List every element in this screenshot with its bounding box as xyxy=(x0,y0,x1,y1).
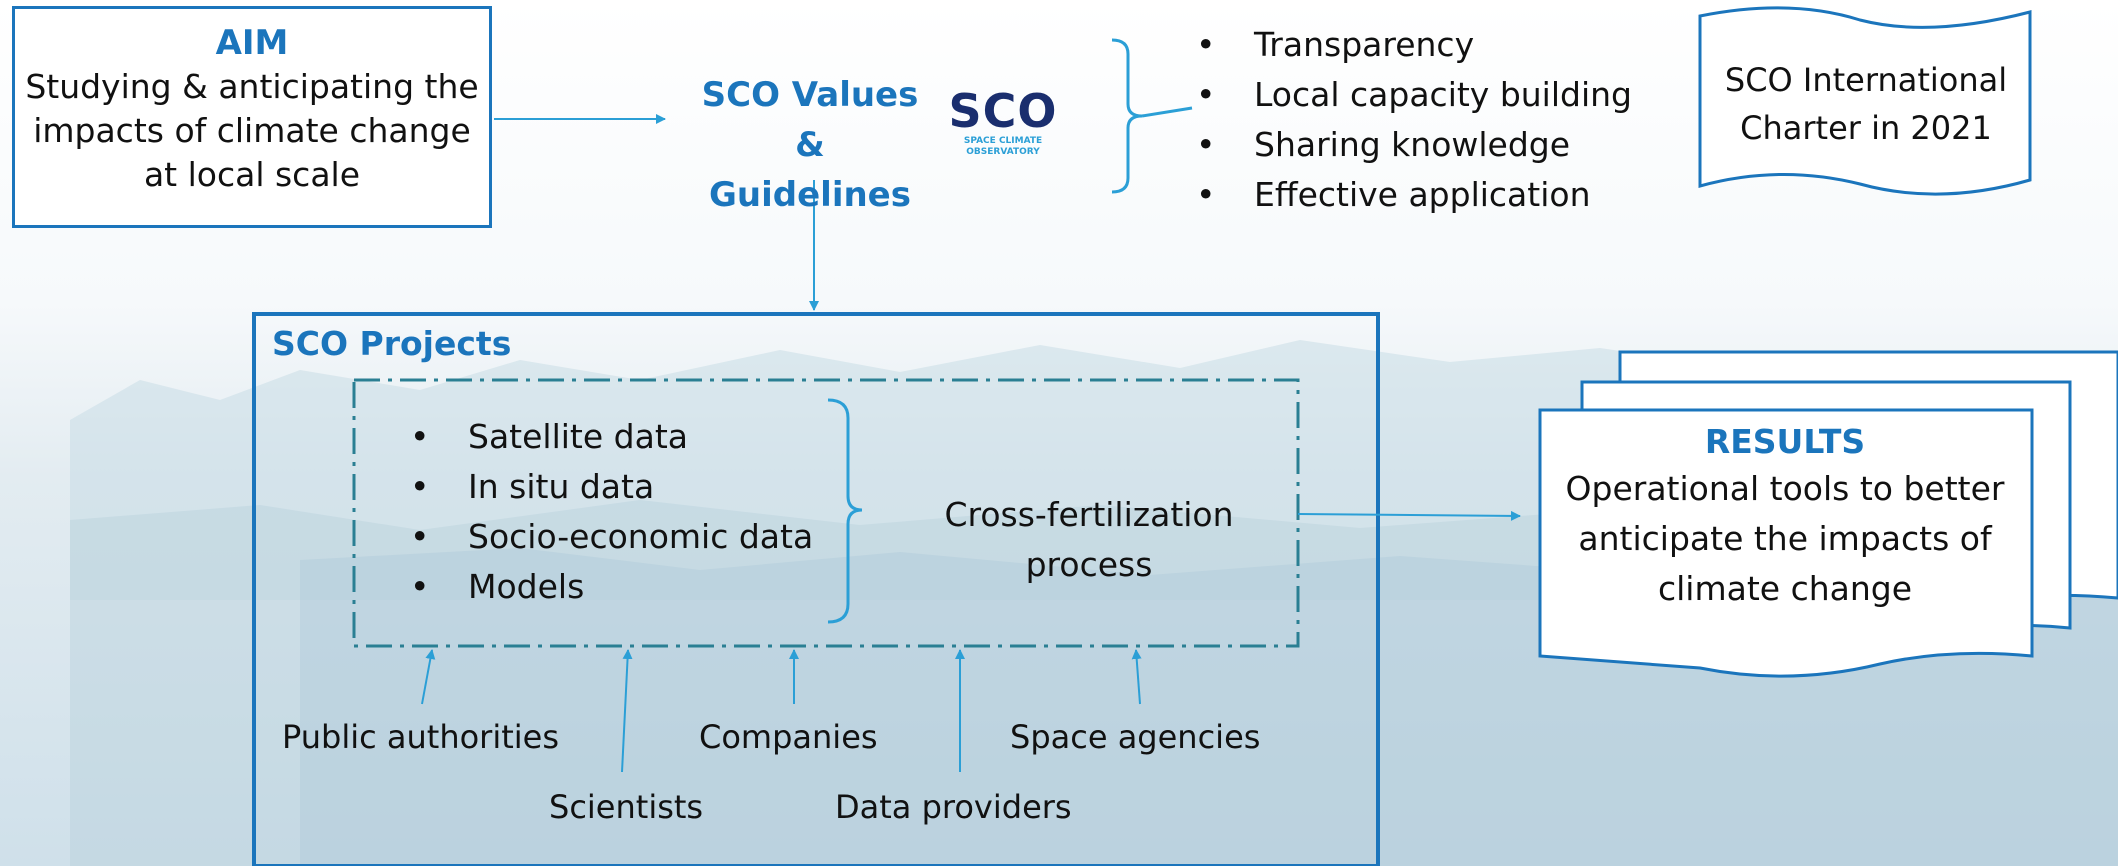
scientists-label: Scientists xyxy=(549,788,704,826)
values-item: Transparency xyxy=(1196,20,1632,70)
charter-text: SCO International Charter in 2021 xyxy=(1724,61,2008,147)
values-item: Effective application xyxy=(1196,170,1632,220)
data-item: Socio-economic data xyxy=(410,512,813,562)
logo-subtitle: SPACE CLIMATE OBSERVATORY xyxy=(963,136,1043,157)
logo-text: SCO xyxy=(948,84,1058,138)
data-providers-label: Data providers xyxy=(835,788,1072,826)
aim-title: AIM xyxy=(215,23,289,63)
process-label: Cross-fertilization process xyxy=(944,495,1234,584)
values-item: Sharing knowledge xyxy=(1196,120,1632,170)
aim-box: AIM Studying & anticipating the impacts … xyxy=(12,6,492,228)
companies-label: Companies xyxy=(699,718,878,756)
data-item: In situ data xyxy=(410,462,813,512)
data-items-list: Satellite data In situ data Socio-econom… xyxy=(410,412,813,612)
values-item: Local capacity building xyxy=(1196,70,1632,120)
data-item: Satellite data xyxy=(410,412,813,462)
projects-title: SCO Projects xyxy=(272,324,512,363)
aim-text: Studying & anticipating the impacts of c… xyxy=(25,67,479,194)
results-text: Operational tools to better anticipate t… xyxy=(1565,469,2005,608)
values-list: Transparency Local capacity building Sha… xyxy=(1196,20,1632,220)
values-title: SCO Values & Guidelines xyxy=(701,75,919,215)
sco-logo: SCO SPACE CLIMATE OBSERVATORY xyxy=(948,76,1058,176)
data-item: Models xyxy=(410,562,813,612)
public-authorities-label: Public authorities xyxy=(282,718,560,756)
space-agencies-label: Space agencies xyxy=(1010,718,1261,756)
results-box: RESULTS Operational tools to better anti… xyxy=(1540,420,2030,614)
results-title: RESULTS xyxy=(1704,422,1866,461)
